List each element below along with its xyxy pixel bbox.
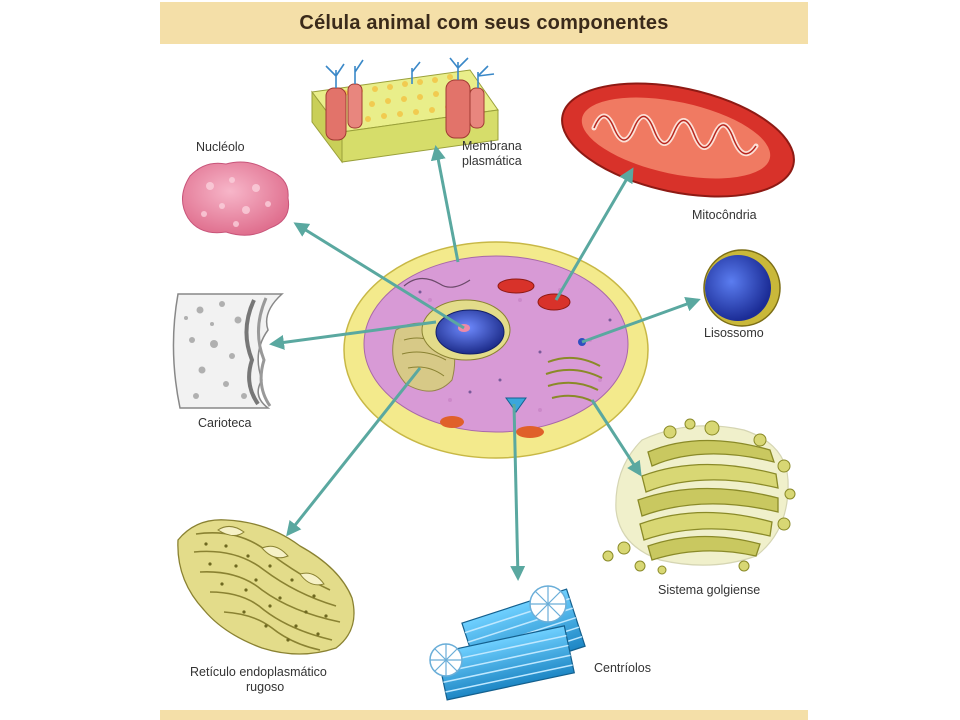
- centrioles-illustration: [429, 585, 586, 701]
- title-band: Célula animal com seus componentes: [160, 2, 808, 44]
- nucleolus-illustration: [182, 161, 290, 236]
- arrow-membrane: [430, 145, 460, 263]
- arrows: [269, 145, 701, 581]
- label-mitocondria: Mitocôndria: [692, 208, 757, 222]
- plasma-membrane-illustration: [311, 57, 499, 164]
- animal-cell-illustration: [343, 241, 649, 459]
- label-membrana: Membrana plasmática: [462, 139, 522, 168]
- lysosome-illustration: [703, 249, 781, 327]
- arrow-mitochondria: [554, 167, 634, 301]
- arrow-lysosome: [581, 297, 701, 344]
- arrow-nucleolus: [293, 222, 465, 330]
- label-reticulo: Retículo endoplasmático rugoso: [190, 665, 327, 694]
- mitochondria-illustration: [561, 82, 795, 198]
- diagram-title: Célula animal com seus componentes: [299, 11, 669, 34]
- label-centriolos: Centríolos: [594, 661, 651, 675]
- arrow-carioteca: [269, 320, 437, 350]
- golgi-illustration: [602, 418, 796, 575]
- label-golgi: Sistema golgiense: [658, 583, 761, 597]
- rough-er-illustration: [177, 519, 355, 655]
- arrow-golgi: [590, 399, 642, 477]
- label-nucleolo: Nucléolo: [196, 140, 245, 154]
- bottom-band: [160, 710, 808, 720]
- nuclear-envelope-illustration: [172, 293, 284, 409]
- label-lisossomo: Lisossomo: [704, 326, 764, 340]
- arrow-rough-er: [286, 367, 422, 537]
- label-carioteca: Carioteca: [198, 416, 252, 430]
- arrow-centrioles: [510, 403, 526, 581]
